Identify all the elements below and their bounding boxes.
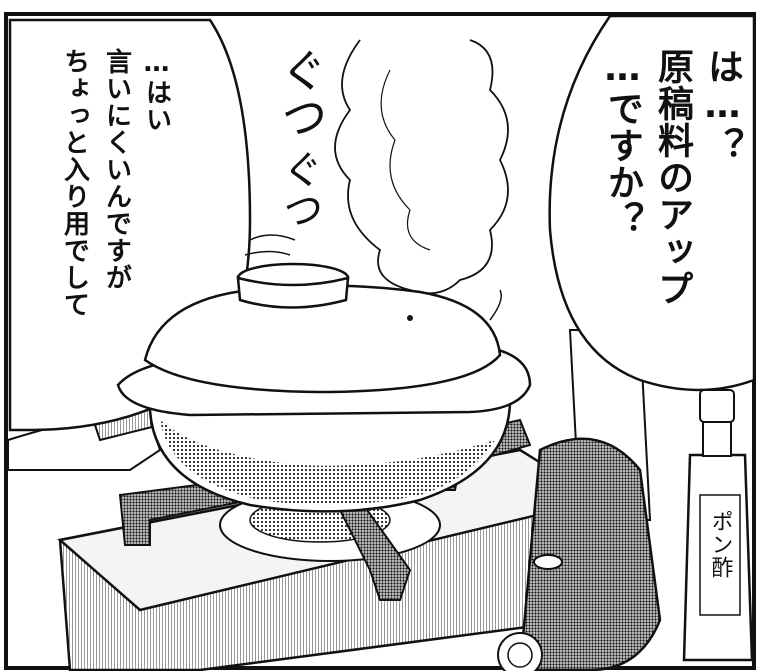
right-bubble-text-line-3: …ですか？: [602, 48, 643, 238]
ponzu-label-box: [699, 494, 741, 616]
steam-inner: [380, 69, 431, 251]
ponzu-label-text: ポン酢: [707, 510, 733, 579]
pot-lid-knob: [236, 276, 350, 309]
stove-knob-slot: [533, 554, 563, 570]
right-bubble-text-line-1: は…？: [702, 48, 743, 164]
sfx-guts-1: ぐつ: [274, 44, 328, 144]
steam-wisp-right: [489, 289, 502, 321]
stove-front-knob: [497, 632, 543, 671]
right-bubble-text-line-2: 原稿料のアップ: [652, 48, 693, 307]
stove-front-knob-inner: [507, 642, 533, 668]
steam-wisp-left-2: [244, 250, 291, 256]
left-bubble-text-line-2: 言いにくいんですが: [101, 48, 132, 291]
stove-cartridge-cover: [518, 437, 662, 671]
steam-wisp-left: [249, 234, 296, 241]
ponzu-bottle-neck: [702, 419, 732, 457]
sfx-guts-2: ぐつ: [276, 146, 322, 234]
ponzu-bottle-cap: [699, 389, 735, 423]
left-bubble-text-line-3: ちょっと入り用でして: [59, 48, 90, 318]
pot-body-shade: [160, 420, 495, 505]
steam: [334, 39, 509, 295]
left-bubble-text-line-1: …はい: [141, 48, 172, 133]
pot-lid-vent-hole: [407, 315, 413, 321]
